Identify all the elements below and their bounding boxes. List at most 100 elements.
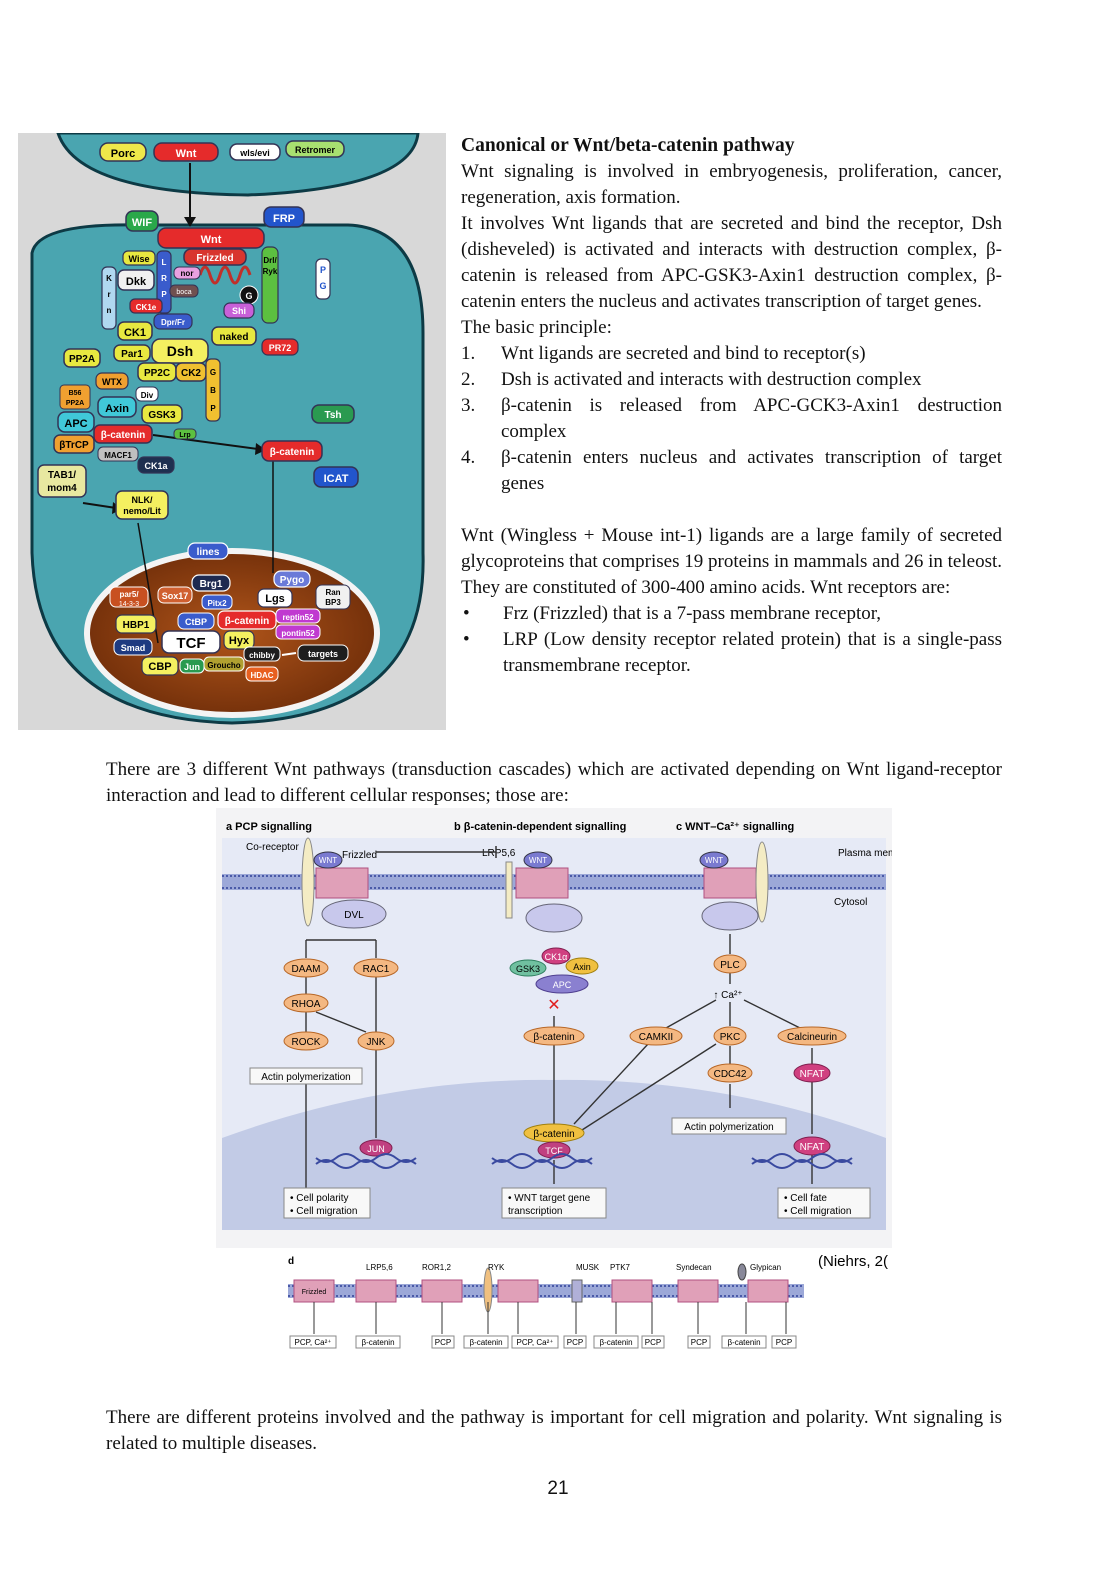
citation: (Niehrs, 2(: [818, 1253, 888, 1270]
protein-smad: Smad: [113, 638, 153, 656]
svg-text:lines: lines: [197, 547, 220, 558]
protein-btrcp: βTrCP: [53, 434, 95, 454]
svg-text:Plasma membrane: Plasma membrane: [838, 848, 892, 859]
svg-text:PTK7: PTK7: [610, 1263, 631, 1272]
svg-text:WNT: WNT: [529, 856, 547, 865]
protein-brg1: Brg1: [191, 574, 231, 592]
svg-text:ICAT: ICAT: [324, 473, 349, 485]
svg-text:MACF1: MACF1: [104, 451, 132, 460]
svg-text:BP3: BP3: [325, 598, 341, 607]
svg-text:Par1: Par1: [121, 349, 143, 360]
panel-a-title: a PCP signalling: [226, 821, 312, 833]
svg-text:• Cell fate: • Cell fate: [784, 1193, 827, 1204]
svg-text:Cytosol: Cytosol: [834, 897, 867, 908]
svg-text:CtBP: CtBP: [185, 617, 207, 627]
svg-text:APC: APC: [553, 980, 572, 990]
protein-bcatenin-nuclear: β-catenin: [217, 610, 277, 630]
node-gsk3: GSK3: [509, 959, 547, 977]
svg-text:APC: APC: [64, 418, 87, 430]
svg-text:CBP: CBP: [148, 661, 171, 673]
protein-pg: PG: [315, 258, 331, 300]
svg-text:CK1e: CK1e: [136, 303, 157, 312]
svg-text:PCP: PCP: [435, 1338, 451, 1347]
svg-text:L: L: [162, 258, 167, 267]
canonical-pathway-text: Canonical or Wnt/beta-catenin pathway Wn…: [461, 133, 1002, 679]
list-item: 3.β-catenin is released from APC-GCK3-Ax…: [461, 395, 1002, 442]
protein-gbp: GBP: [205, 358, 221, 422]
svg-text:TAB1/: TAB1/: [48, 470, 76, 481]
svg-text:Retromer: Retromer: [295, 145, 336, 155]
node-nfat-cyto: NFAT: [793, 1063, 831, 1083]
svg-text:MUSK: MUSK: [576, 1263, 600, 1272]
svg-text:RHOA: RHOA: [292, 999, 321, 1010]
svg-text:βTrCP: βTrCP: [59, 440, 89, 451]
svg-text:Glypican: Glypican: [750, 1263, 781, 1272]
protein-icat: ICAT: [313, 466, 359, 488]
panel-c-title: c WNT–Ca²⁺ signalling: [676, 821, 794, 833]
svg-text:Tsh: Tsh: [324, 410, 341, 421]
protein-krn: Krn: [101, 266, 117, 330]
list-item: 2.Dsh is activated and interacts with de…: [461, 369, 922, 390]
protein-gsk3: GSK3: [141, 404, 183, 424]
svg-text:R: R: [161, 274, 167, 283]
svg-text:• Cell migration: • Cell migration: [290, 1206, 357, 1217]
node-cdc42: CDC42: [707, 1063, 753, 1083]
svg-text:PCP, Ca²⁺: PCP, Ca²⁺: [295, 1338, 332, 1347]
node-pkc: PKC: [713, 1026, 747, 1046]
svg-text:ROR1,2: ROR1,2: [422, 1263, 451, 1272]
node-bcatenin-cyto: β-catenin: [523, 1026, 585, 1046]
svg-text:β-catenin: β-catenin: [361, 1338, 394, 1347]
svg-text:Lgs: Lgs: [265, 593, 285, 605]
label-actin-a: Actin polymerization: [249, 1067, 363, 1085]
svg-text:14-3-3: 14-3-3: [119, 601, 139, 608]
svg-text:wls/evi: wls/evi: [239, 148, 270, 158]
receptor-strip-figure: d (Niehrs, 2( Frizzled LRP5,6 ROR1,2 RYK…: [216, 1250, 892, 1360]
protein-groucho: Groucho: [203, 656, 245, 672]
svg-text:Ran: Ran: [325, 588, 340, 597]
svg-text:CK1: CK1: [124, 327, 146, 339]
svg-text:Actin polymerization: Actin polymerization: [684, 1122, 773, 1133]
svg-text:Lrp: Lrp: [179, 432, 190, 439]
protein-boca: boca: [169, 284, 199, 298]
svg-text:n: n: [107, 306, 112, 315]
svg-text:transcription: transcription: [508, 1206, 562, 1217]
node-ck1a: CK1α: [541, 947, 571, 965]
svg-text:Pygo: Pygo: [280, 575, 304, 586]
svg-text:GSK3: GSK3: [516, 964, 540, 974]
protein-wnt-bound: Wnt: [157, 227, 265, 249]
protein-bcatenin-free: β-catenin: [261, 440, 323, 462]
protein-shi: Shi: [223, 302, 255, 319]
protein-frizzled: Frizzled: [183, 248, 247, 266]
svg-text:PCP: PCP: [567, 1338, 583, 1347]
protein-wif: WIF: [125, 210, 159, 232]
svg-text:TCF: TCF: [176, 635, 205, 652]
strip-outputs: PCP, Ca²⁺ β-catenin PCP β-catenin PCP, C…: [289, 1335, 797, 1349]
svg-text:LRP5,6: LRP5,6: [366, 1263, 393, 1272]
svg-text:Smad: Smad: [121, 643, 146, 653]
svg-text:naked: naked: [220, 332, 249, 343]
paragraph-principle: The basic principle:: [461, 317, 612, 338]
svg-text:r: r: [107, 290, 110, 299]
svg-text:WTX: WTX: [102, 377, 122, 387]
protein-div: Div: [135, 386, 159, 402]
svg-text:G: G: [210, 368, 216, 377]
strip-receptor-ror: ROR1,2: [421, 1263, 463, 1303]
node-daam: DAAM: [283, 958, 329, 978]
svg-text:NFAT: NFAT: [800, 1069, 825, 1080]
svg-text:PP2A: PP2A: [69, 354, 95, 365]
svg-text:NFAT: NFAT: [800, 1142, 825, 1153]
protein-naked: naked: [211, 326, 257, 346]
svg-text:Calcineurin: Calcineurin: [787, 1032, 837, 1043]
protein-apc: APC: [57, 411, 95, 433]
protein-cbp: CBP: [141, 656, 179, 676]
svg-text:β-catenin: β-catenin: [469, 1338, 502, 1347]
node-calcineurin: Calcineurin: [777, 1026, 847, 1046]
protein-porc: Porc: [99, 142, 147, 162]
svg-text:GSK3: GSK3: [148, 410, 176, 421]
paragraph-conclusion: There are different proteins involved an…: [106, 1407, 1002, 1454]
svg-text:NLK/: NLK/: [132, 495, 153, 505]
protein-pp2a: PP2A: [63, 348, 101, 368]
svg-text:↑ Ca²⁺: ↑ Ca²⁺: [713, 990, 742, 1001]
protein-wtx: WTX: [95, 372, 129, 390]
